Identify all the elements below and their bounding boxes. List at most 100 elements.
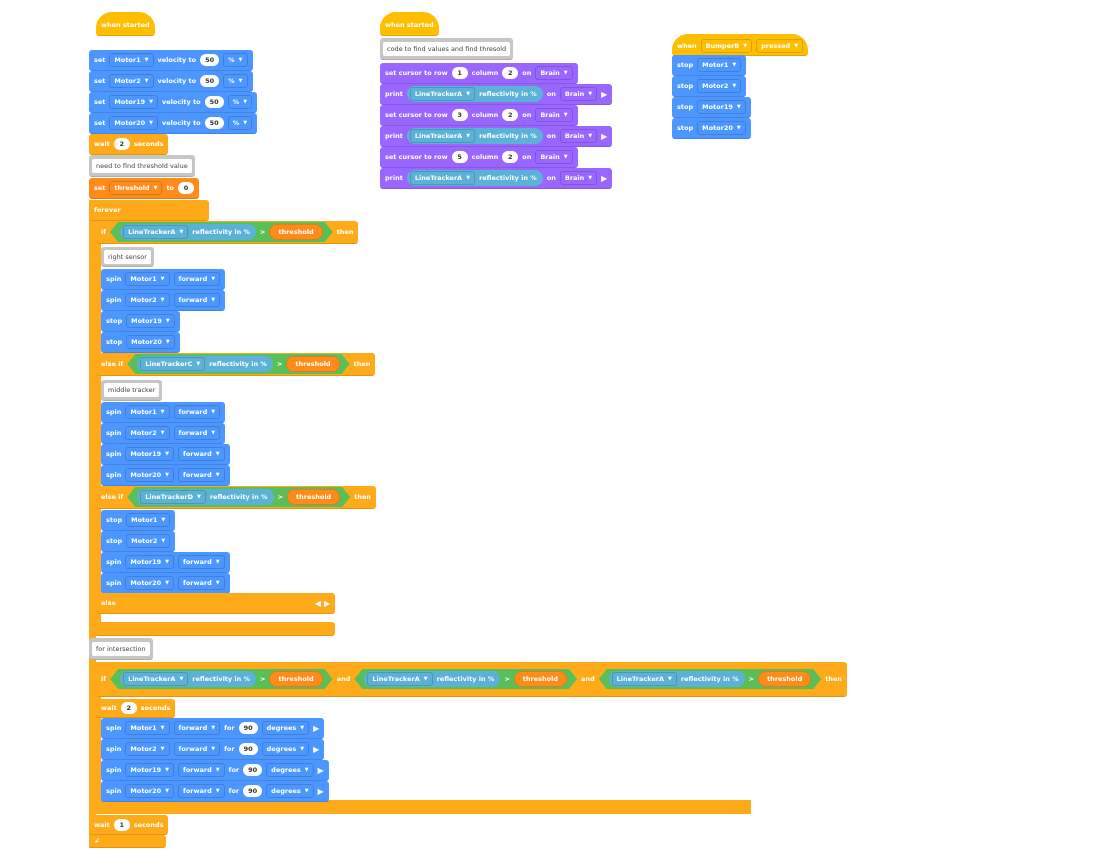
number-input[interactable]: 90 (238, 743, 258, 755)
dropdown[interactable]: %▼ (223, 53, 248, 67)
block-comment[interactable]: code to find values and find thresold (380, 38, 514, 60)
play-icon[interactable]: ▶ (313, 723, 320, 733)
block-control[interactable]: forever (89, 200, 209, 221)
number-input[interactable]: 90 (238, 722, 258, 734)
comment-text[interactable]: middle tracker (104, 383, 160, 397)
dropdown[interactable]: Motor20▼ (697, 121, 746, 135)
block-control[interactable]: else◀ ▶ (96, 593, 335, 614)
block-event[interactable]: when started (96, 12, 155, 36)
comparison-operator[interactable]: LineTrackerC▼reflectivity in %>threshold (127, 354, 349, 374)
dropdown[interactable]: Brain▼ (559, 171, 598, 185)
dropdown[interactable]: degrees▼ (261, 742, 310, 756)
sensor-reporter[interactable]: LineTrackerA▼reflectivity in % (609, 671, 745, 687)
dropdown[interactable]: LineTrackerA▼ (409, 129, 476, 143)
sensor-reporter[interactable]: LineTrackerA▼reflectivity in % (120, 671, 256, 687)
dropdown[interactable]: forward▼ (173, 272, 221, 286)
number-input[interactable]: 1 (113, 818, 130, 831)
dropdown[interactable]: Motor20▼ (109, 116, 159, 130)
threshold-variable[interactable]: threshold (287, 489, 340, 505)
dropdown[interactable]: Motor19▼ (125, 447, 175, 461)
dropdown[interactable]: Motor2▼ (126, 534, 171, 548)
comparison-operator[interactable]: LineTrackerA▼reflectivity in %>threshold (110, 222, 333, 242)
play-icon[interactable]: ▶ (313, 744, 320, 754)
number-input[interactable]: 50 (204, 96, 224, 108)
dropdown[interactable]: pressed▼ (756, 39, 804, 53)
comparison-operator[interactable]: LineTrackerA▼reflectivity in %>threshold (354, 669, 577, 689)
dropdown[interactable]: Motor19▼ (109, 95, 159, 109)
dropdown[interactable]: Motor1▼ (697, 58, 742, 72)
number-input[interactable]: 90 (243, 764, 263, 776)
dropdown[interactable]: degrees▼ (266, 784, 314, 798)
number-input[interactable]: 2 (502, 151, 519, 163)
dropdown[interactable]: Motor1▼ (109, 53, 154, 67)
threshold-variable[interactable]: threshold (514, 671, 567, 687)
dropdown[interactable]: %▼ (223, 74, 248, 88)
block-comment[interactable]: right sensor (101, 247, 154, 267)
dropdown[interactable]: LineTrackerA▼ (123, 225, 188, 239)
sensor-reporter[interactable]: LineTrackerA▼reflectivity in % (120, 224, 256, 240)
dropdown[interactable]: Brain▼ (535, 150, 573, 164)
number-input[interactable]: 1 (451, 67, 468, 79)
dropdown[interactable]: LineTrackerA▼ (367, 672, 432, 686)
block-control[interactable] (96, 622, 335, 636)
dropdown[interactable]: forward▼ (173, 426, 221, 440)
add-remove-else-icon[interactable]: ◀ ▶ (314, 598, 330, 608)
dropdown[interactable]: forward▼ (173, 405, 221, 419)
dropdown[interactable]: Motor2▼ (697, 79, 742, 93)
play-icon[interactable]: ▶ (317, 786, 324, 796)
dropdown[interactable]: Motor19▼ (125, 763, 175, 777)
comment-text[interactable]: need to find threshold value (92, 158, 192, 173)
dropdown[interactable]: threshold▼ (109, 181, 163, 195)
dropdown[interactable]: Motor19▼ (126, 314, 175, 328)
sensor-reporter[interactable]: LineTrackerA▼reflectivity in % (406, 86, 543, 102)
comment-text[interactable]: code to find values and find thresold (383, 41, 511, 56)
threshold-variable[interactable]: threshold (286, 356, 339, 372)
dropdown[interactable]: forward▼ (178, 447, 225, 461)
dropdown[interactable]: %▼ (227, 116, 253, 130)
dropdown[interactable]: Motor19▼ (125, 555, 175, 569)
block-event[interactable]: when started (380, 12, 439, 36)
dropdown[interactable]: forward▼ (178, 784, 225, 798)
threshold-variable[interactable]: threshold (758, 671, 811, 687)
dropdown[interactable]: Brain▼ (559, 129, 598, 143)
play-icon[interactable]: ▶ (317, 765, 324, 775)
dropdown[interactable]: Brain▼ (535, 108, 573, 122)
number-input[interactable]: 5 (451, 151, 468, 163)
threshold-variable[interactable]: threshold (269, 671, 322, 687)
dropdown[interactable]: forward▼ (178, 468, 225, 482)
comment-text[interactable]: right sensor (104, 249, 151, 264)
dropdown[interactable]: forward▼ (178, 555, 225, 569)
comparison-operator[interactable]: LineTrackerA▼reflectivity in %>threshold (599, 669, 822, 689)
dropdown[interactable]: forward▼ (173, 742, 221, 756)
dropdown[interactable]: degrees▼ (266, 763, 314, 777)
dropdown[interactable]: %▼ (227, 95, 253, 109)
dropdown[interactable]: LineTrackerD▼ (140, 490, 206, 504)
block-control[interactable]: ↲ (89, 835, 166, 848)
sensor-reporter[interactable]: LineTrackerC▼reflectivity in % (137, 356, 273, 372)
number-input[interactable]: 0 (178, 182, 195, 194)
dropdown[interactable]: degrees▼ (261, 721, 310, 735)
